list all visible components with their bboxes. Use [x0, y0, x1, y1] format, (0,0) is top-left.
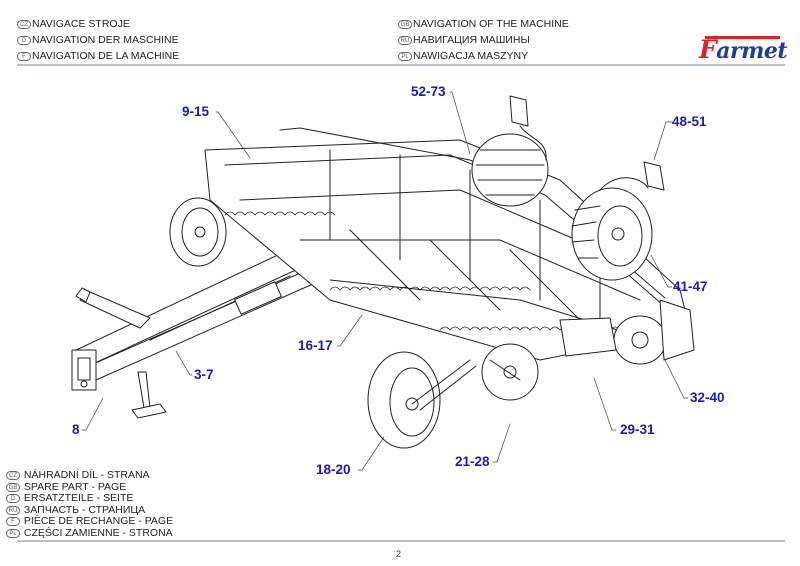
- leader-lines: [81, 91, 689, 471]
- farmet-logo: Farmet: [695, 35, 788, 64]
- language-badge-pl: PL: [6, 528, 20, 538]
- footer-text: ЗАПЧАСТЬ - СТРАНИЦА: [23, 503, 146, 516]
- light-brackets: [509, 95, 665, 191]
- header-text: NAVIGATION DER MASCHINE: [32, 34, 179, 46]
- callout-52-73[interactable]: 52-73: [411, 84, 446, 99]
- footer-line-f: F PIÈCE DE RECHANGE - PAGE: [6, 515, 174, 528]
- footer-text: ERSATZTEILE - SEITE: [23, 492, 134, 504]
- cutting-disc: [481, 343, 539, 401]
- packer-roller: [559, 299, 695, 365]
- header-text: NAVIGATION DE LA MACHINE: [32, 50, 180, 62]
- callout-29-31[interactable]: 29-31: [620, 422, 655, 437]
- callout-9-15[interactable]: 9-15: [182, 104, 210, 119]
- language-badge-d: D: [17, 36, 31, 45]
- logo-bar: [705, 36, 780, 39]
- callout-21-28[interactable]: 21-28: [455, 454, 490, 469]
- footer-text: SPARE PART - PAGE: [23, 480, 127, 493]
- depth-wheel: [367, 351, 477, 449]
- logo-initial: F: [699, 35, 717, 64]
- language-badge-ru: RU: [398, 36, 412, 45]
- hitch-coupling: [71, 349, 97, 391]
- header-text: NAWIGACJA MASZYNY: [413, 50, 529, 62]
- header-text: NAVIGACE STROJE: [32, 18, 130, 30]
- callout-48-51[interactable]: 48-51: [672, 114, 707, 129]
- callout-32-40[interactable]: 32-40: [690, 390, 725, 405]
- language-badge-d: D: [6, 494, 20, 503]
- footer-text: NÁHRADNÍ DÍL - STRANA: [23, 469, 150, 481]
- callout-8[interactable]: 8: [72, 422, 80, 437]
- footer-line-gb: GB SPARE PART - PAGE: [6, 480, 127, 494]
- logo-wordmark: armet: [716, 38, 788, 64]
- footer-line-pl: PL CZĘŚCI ZAMIENNE - STRONA: [6, 526, 173, 540]
- language-badge-gb: GB: [6, 482, 20, 492]
- parking-stand: [131, 371, 167, 419]
- footer-line-d: D ERSATZTEILE - SEITE: [6, 492, 134, 505]
- language-badge-pl: PL: [398, 52, 412, 61]
- callout-3-7[interactable]: 3-7: [194, 367, 214, 382]
- language-badge-f: F: [17, 52, 31, 61]
- callout-16-17[interactable]: 16-17: [298, 338, 333, 353]
- callout-41-47[interactable]: 41-47: [673, 279, 708, 294]
- footer-text: PIÈCE DE RECHANGE - PAGE: [23, 515, 174, 527]
- header-text: НАВИГАЦИЯ МАШИНЫ: [413, 34, 530, 46]
- header-divider: [17, 64, 785, 66]
- footer-divider: [17, 540, 785, 542]
- language-badge-cz: CZ: [6, 471, 20, 480]
- language-badge-f: F: [6, 517, 20, 526]
- footer-text: CZĘŚCI ZAMIENNE - STRONA: [23, 526, 173, 539]
- main-frame: [204, 127, 691, 361]
- callout-18-20[interactable]: 18-20: [316, 462, 351, 477]
- language-badge-ru: RU: [6, 505, 20, 515]
- footer-line-cz: CZ NÁHRADNÍ DÍL - STRANA: [6, 469, 150, 482]
- language-badge-gb: GB: [398, 20, 412, 29]
- header-text: NAVIGATION OF THE MACHINE: [413, 18, 569, 30]
- left-transport-wheel: [169, 197, 227, 267]
- logo-text: Farmet: [699, 35, 788, 64]
- language-badge-cz: CZ: [17, 20, 31, 29]
- footer-line-ru: RU ЗАПЧАСТЬ - СТРАНИЦА: [6, 503, 146, 517]
- rear-transport-wheels: [471, 133, 653, 281]
- page-number: 2: [396, 549, 402, 559]
